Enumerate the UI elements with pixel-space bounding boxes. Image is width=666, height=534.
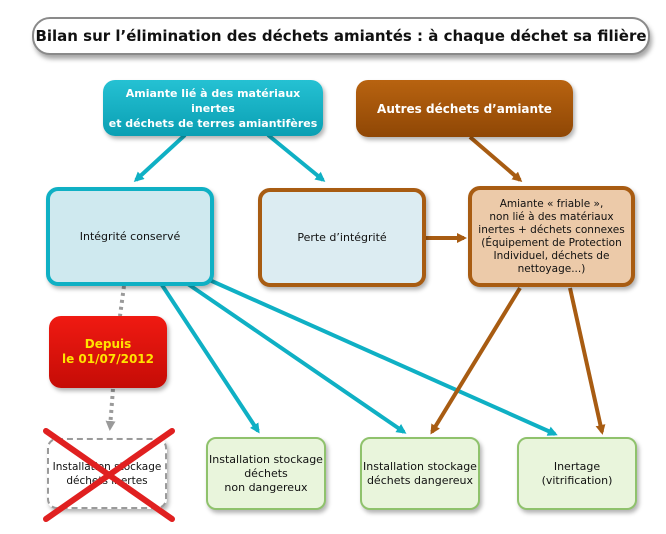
- node-stockage-dangereux-label: Installation stockage déchets dangereux: [363, 459, 477, 487]
- arrow-inertes-to-perte: [266, 133, 326, 182]
- node-perte-integrite-label: Perte d’intégrité: [297, 231, 387, 244]
- dotted-link-top: [118, 285, 126, 317]
- node-inertage-label: Inertage (vitrification): [541, 459, 613, 487]
- arrow-integrite-to-inertage: [204, 276, 558, 436]
- title-text: Bilan sur l’élimination des déchets amia…: [35, 27, 647, 45]
- diagram-title: Bilan sur l’élimination des déchets amia…: [32, 17, 650, 55]
- arrow-inertes-to-integrite: [133, 133, 187, 183]
- depuis-badge-label: Depuis le 01/07/2012: [62, 337, 154, 366]
- cross-out-icon: [43, 428, 175, 522]
- node-stockage-dangereux: Installation stockage déchets dangereux: [360, 437, 480, 510]
- arrow-autres-to-friable: [468, 135, 523, 182]
- node-autres-dechets: Autres déchets d’amiante: [356, 80, 573, 137]
- node-perte-integrite: Perte d’intégrité: [258, 188, 426, 287]
- dotted-link-bottom: [105, 388, 116, 431]
- node-integrite-conserve-label: Intégrité conservé: [79, 230, 181, 243]
- arrow-friable-to-dangereux: [430, 286, 522, 435]
- node-amiante-friable: Amiante « friable », non lié à des matér…: [468, 186, 635, 287]
- node-amiante-inertes-label: Amiante lié à des matériaux inertes et d…: [108, 86, 318, 130]
- node-autres-dechets-label: Autres déchets d’amiante: [377, 101, 552, 116]
- node-amiante-friable-label: Amiante « friable », non lié à des matér…: [478, 197, 625, 275]
- node-inertage: Inertage (vitrification): [517, 437, 637, 510]
- arrow-integrite-to-non-dangereux: [158, 280, 260, 434]
- node-amiante-inertes: Amiante lié à des matériaux inertes et d…: [103, 80, 323, 136]
- depuis-badge: Depuis le 01/07/2012: [49, 316, 167, 388]
- node-integrite-conserve: Intégrité conservé: [46, 187, 214, 286]
- node-stockage-non-dangereux: Installation stockage déchets non danger…: [206, 437, 326, 510]
- arrow-friable-to-inertage: [568, 287, 606, 435]
- node-stockage-non-dangereux-label: Installation stockage déchets non danger…: [209, 452, 323, 494]
- arrow-integrite-to-dangereux: [183, 280, 407, 434]
